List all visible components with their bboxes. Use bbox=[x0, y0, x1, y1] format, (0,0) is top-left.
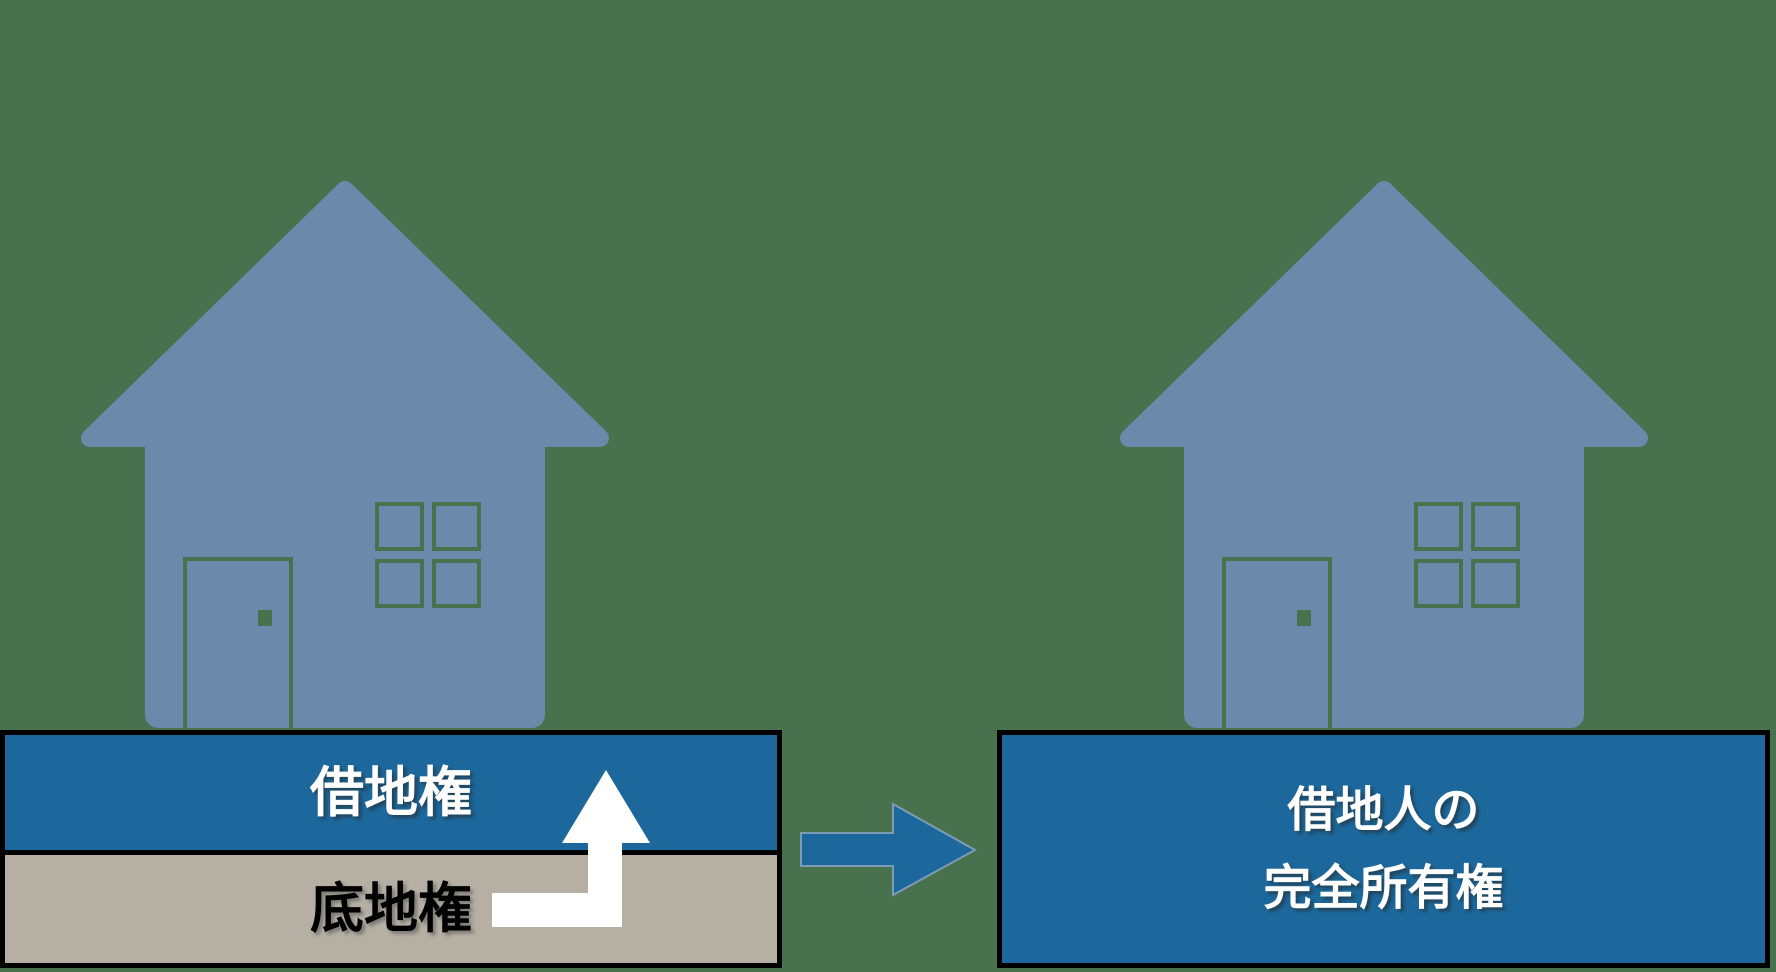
right-arrow-icon bbox=[800, 802, 978, 897]
landowner-right-box: 底地権 bbox=[0, 850, 782, 968]
house-door bbox=[183, 557, 293, 728]
house-window-pane bbox=[375, 502, 424, 551]
leasehold-right-label: 借地権 bbox=[310, 760, 472, 824]
leasehold-right-box: 借地権 bbox=[0, 730, 782, 850]
house-icon bbox=[1120, 181, 1648, 728]
house-window-pane bbox=[432, 502, 481, 551]
house-doorknob bbox=[258, 610, 272, 626]
full-ownership-line2: 完全所有権 bbox=[1263, 860, 1504, 916]
house-window-pane bbox=[1471, 559, 1520, 608]
house-roof bbox=[1120, 181, 1648, 447]
house-window-pane bbox=[1471, 502, 1520, 551]
full-ownership-line1: 借地人の bbox=[1287, 782, 1480, 838]
house-window-pane bbox=[1414, 502, 1463, 551]
house-roof bbox=[81, 181, 609, 447]
house-doorknob bbox=[1297, 610, 1311, 626]
house-window-pane bbox=[375, 559, 424, 608]
full-ownership-box: 借地人の 完全所有権 bbox=[997, 730, 1770, 968]
house-icon bbox=[81, 181, 609, 728]
house-door bbox=[1222, 557, 1332, 728]
house-window-pane bbox=[432, 559, 481, 608]
landowner-right-label: 底地権 bbox=[310, 877, 472, 940]
house-window-pane bbox=[1414, 559, 1463, 608]
